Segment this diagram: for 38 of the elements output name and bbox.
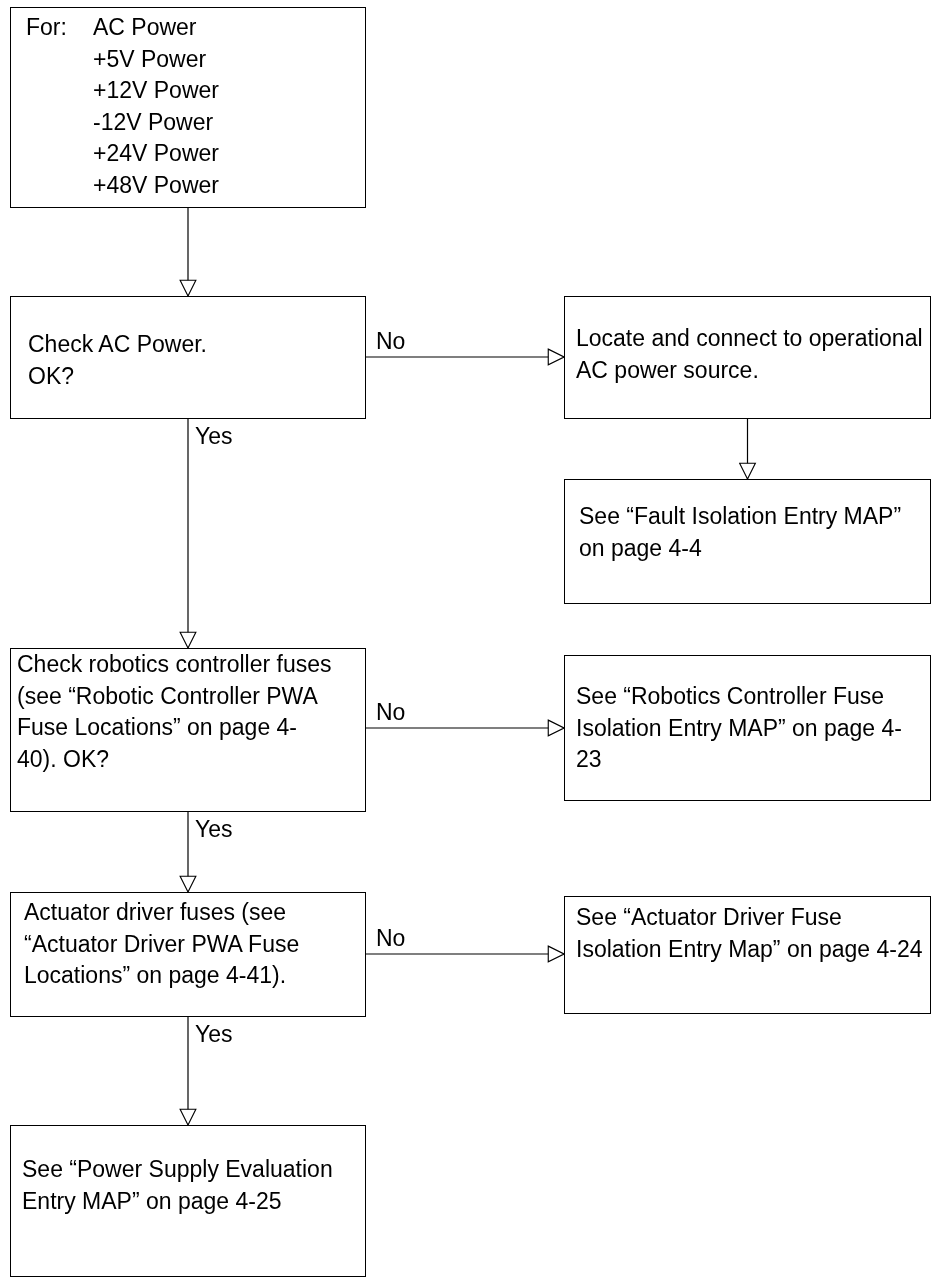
process-box	[564, 479, 931, 604]
list-item: +24V Power	[93, 139, 219, 168]
arrow	[365, 719, 565, 737]
arrow	[179, 811, 197, 893]
box-text: See “Actuator Driver Fuse Isolation Entry Map” on page 4-24	[576, 903, 924, 964]
arrow	[365, 348, 565, 366]
box-text: See “Power Supply Evaluation Entry MAP” on page 4-25	[22, 1155, 334, 1216]
scope-box	[10, 7, 366, 208]
process-box	[10, 892, 366, 1017]
list-item: AC Power	[93, 13, 197, 42]
process-box	[10, 296, 366, 419]
box-text: Check AC Power. OK?	[28, 330, 208, 391]
process-box	[564, 296, 931, 419]
list-item: +5V Power	[93, 44, 207, 74]
process-box	[564, 896, 931, 1014]
heading-text: For:	[26, 13, 67, 42]
box-text: See “Robotics Controller Fuse Isolation Entry MAP” on page 4-23	[576, 682, 903, 774]
edge-label: Yes	[193, 818, 235, 840]
list-item: -12V Power	[93, 107, 214, 137]
box-text: See “Fault Isolation Entry MAP” on page 4-4	[579, 502, 903, 563]
arrow	[179, 418, 197, 649]
arrow	[179, 207, 197, 297]
edge-label: Yes	[193, 425, 235, 447]
process-box	[10, 1125, 366, 1277]
arrow	[179, 1016, 197, 1126]
arrow	[365, 945, 565, 963]
box-text: Actuator driver fuses (see “Actuator Driver PWA Fuse Locations” on page 4-41).	[24, 898, 301, 990]
process-box	[10, 648, 366, 812]
box-text: Locate and connect to operational AC power source.	[576, 324, 924, 385]
list-item: +12V Power	[93, 76, 219, 105]
edge-label: No	[374, 330, 408, 352]
box-text: Check robotics controller fuses (see “Robotic Controller PWA Fuse Locations” on page 4-40). OK?	[17, 650, 333, 774]
edge-label: No	[374, 701, 408, 723]
arrow	[739, 418, 756, 480]
process-box	[564, 655, 931, 801]
edge-label: Yes	[193, 1023, 235, 1045]
list-item: +48V Power	[93, 170, 219, 200]
edge-label: No	[374, 927, 408, 949]
